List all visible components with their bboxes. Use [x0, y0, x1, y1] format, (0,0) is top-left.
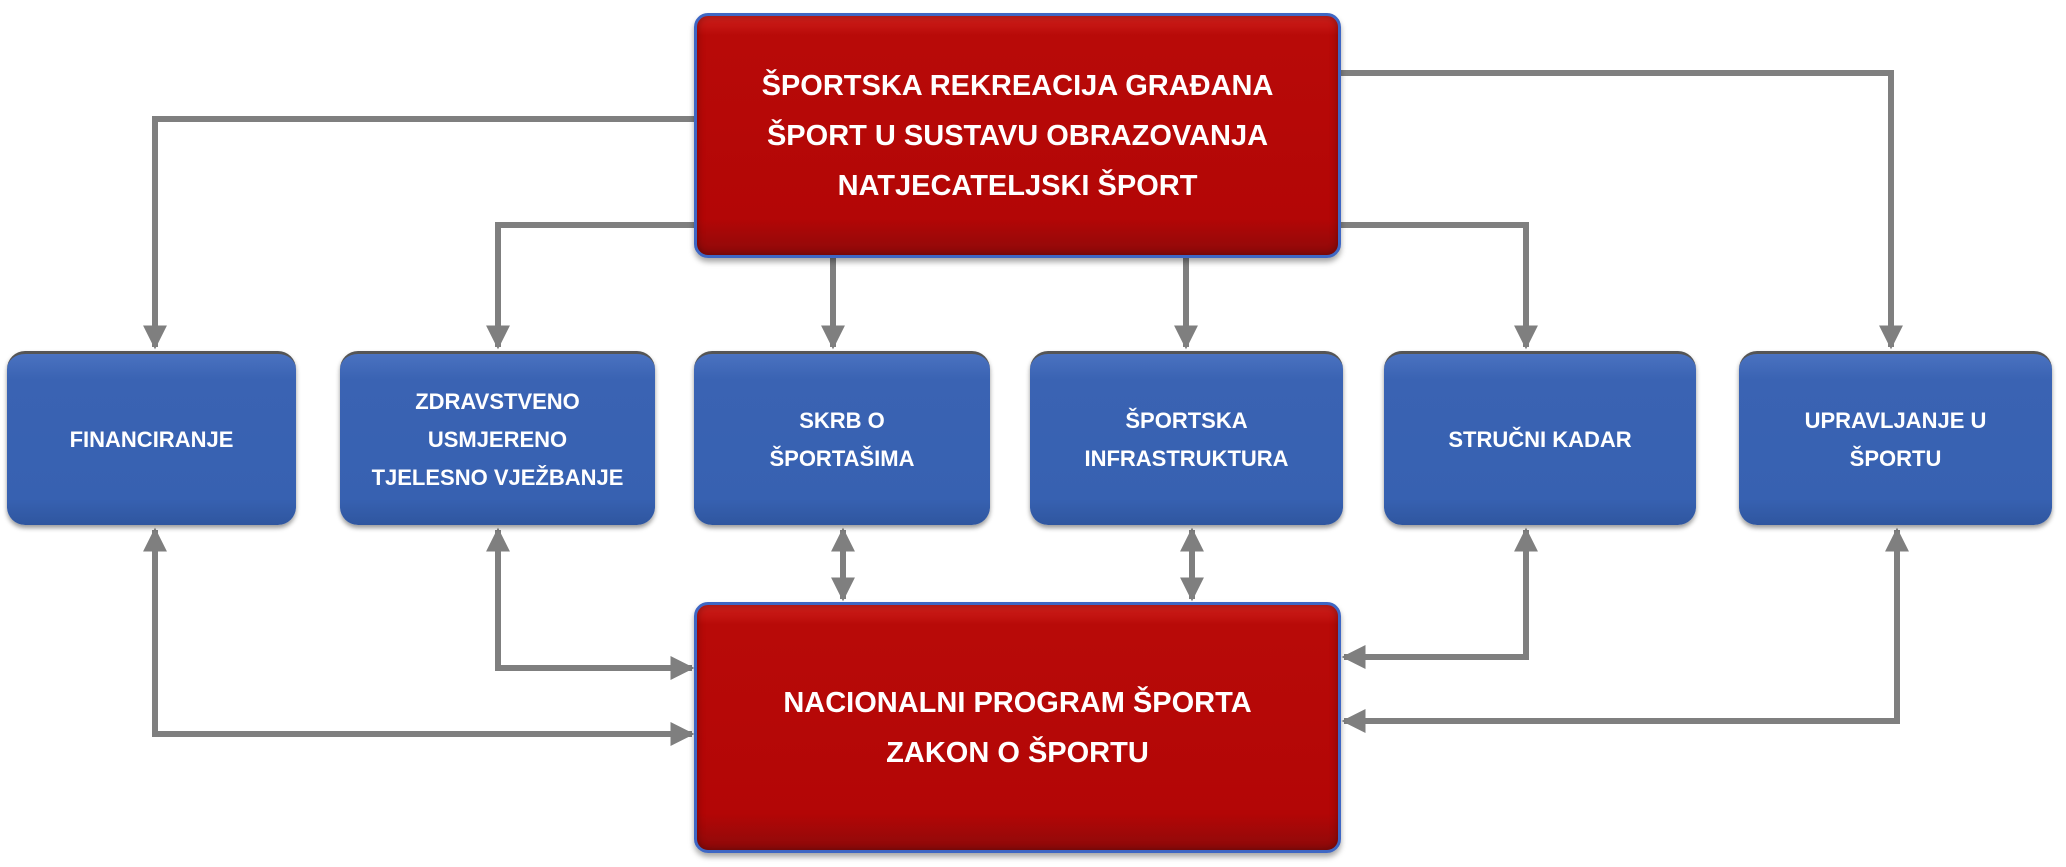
connector-bottom-strucni	[1341, 527, 1538, 669]
area-label: FINANCIRANJE	[69, 426, 234, 452]
area-zdravstveno: ZDRAVSTVENO USMJERENO TJELESNO VJEŽBANJE	[340, 351, 655, 525]
area-financiranje: FINANCIRANJE	[7, 351, 296, 525]
area-upravljanje: UPRAVLJANJE U ŠPORTU	[1739, 351, 2052, 525]
area-label: ŠPORTU	[1849, 445, 1942, 471]
area-label: SKRB O	[799, 407, 885, 433]
top-box-line: NATJECATELJSKI ŠPORT	[837, 169, 1198, 202]
connector-top-financiranje	[143, 116, 694, 350]
connector-top-zdravstveno	[486, 222, 694, 350]
top-box-line: ŠPORT U SUSTAVU OBRAZOVANJA	[766, 119, 1269, 152]
area-strucni-kadar: STRUČNI KADAR	[1384, 351, 1696, 525]
area-label: ŠPORTSKA	[1125, 407, 1248, 433]
bottom-box-line: ZAKON O ŠPORTU	[886, 736, 1149, 769]
area-skrb: SKRB O ŠPORTAŠIMA	[694, 351, 990, 525]
connector-bottom-zdravstveno	[486, 527, 695, 680]
bottom-box-national-program: NACIONALNI PROGRAM ŠPORTA ZAKON O ŠPORTU	[694, 602, 1341, 853]
area-infrastruktura: ŠPORTSKA INFRASTRUKTURA	[1030, 351, 1343, 525]
top-box-sport-programs: ŠPORTSKA REKREACIJA GRAĐANA ŠPORT U SUST…	[694, 13, 1341, 258]
area-label: INFRASTRUKTURA	[1084, 445, 1289, 471]
connector-bottom-financiranje	[143, 527, 695, 746]
connector-top-strucni	[1341, 222, 1538, 350]
area-label: USMJERENO	[427, 426, 568, 452]
connector-top-upravljanje	[1341, 70, 1903, 350]
area-label: UPRAVLJANJE U	[1804, 407, 1987, 433]
connector-bottom-upravljanje	[1341, 527, 1909, 733]
area-label: ZDRAVSTVENO	[415, 388, 580, 414]
bottom-box-line: NACIONALNI PROGRAM ŠPORTA	[783, 686, 1252, 719]
area-label: TJELESNO VJEŽBANJE	[371, 464, 624, 490]
top-box-line: ŠPORTSKA REKREACIJA GRAĐANA	[761, 69, 1274, 102]
area-label: STRUČNI KADAR	[1448, 426, 1632, 452]
area-label: ŠPORTAŠIMA	[769, 445, 915, 471]
